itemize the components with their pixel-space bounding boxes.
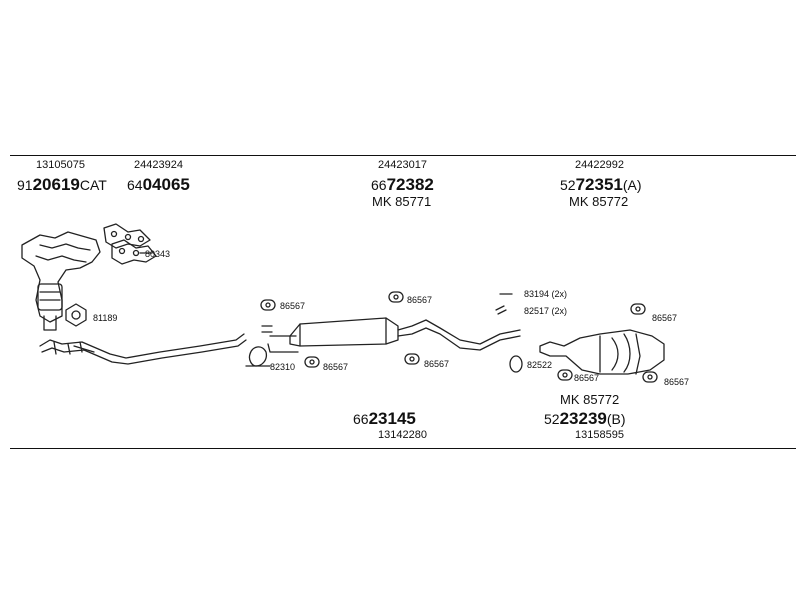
- part-rear-silencer-b[interactable]: 5223239(B): [544, 410, 626, 428]
- ref-13105075: 13105075: [36, 159, 85, 171]
- callout-86567-d: 86567: [424, 359, 450, 369]
- rubber-mount-icon: [404, 353, 420, 365]
- top-divider: [10, 155, 796, 156]
- part-suffix: (A): [622, 177, 642, 193]
- callout-80343: 80343: [145, 249, 171, 259]
- manifold-catalyst-icon: [21, 231, 101, 331]
- part-number: 20619: [32, 175, 80, 194]
- callout-86567-g: 86567: [664, 377, 690, 387]
- clamp-icon: [245, 346, 271, 367]
- rubber-mount-icon: [388, 291, 404, 303]
- rubber-mount-icon: [557, 369, 573, 381]
- part-prefix: 52: [544, 411, 560, 427]
- callout-86567-a: 86567: [280, 301, 306, 311]
- part-number: 04065: [142, 175, 190, 194]
- rubber-mount-icon: [260, 299, 276, 311]
- part-prefix: 52: [560, 177, 576, 193]
- part-number: 72382: [386, 175, 434, 194]
- callout-82517: 82517 (2x): [524, 306, 568, 316]
- rubber-mount-icon: [630, 303, 646, 315]
- ref-24423924: 24423924: [134, 159, 183, 171]
- part-number: 23145: [368, 409, 416, 428]
- part-suffix: CAT: [79, 177, 107, 193]
- rubber-mount-icon: [642, 371, 658, 383]
- callout-86567-e: 86567: [652, 313, 678, 323]
- gasket-set-icon: [103, 223, 157, 265]
- mounting-kit-85772-top: MK 85772: [569, 194, 629, 209]
- part-middle-silencer[interactable]: 6672382: [371, 176, 434, 194]
- ring-82522-icon: [509, 355, 523, 373]
- middle-silencer-icon: [289, 317, 521, 351]
- ring-gasket-icon: [65, 303, 87, 327]
- part-prefix: 91: [17, 177, 33, 193]
- callout-86567-b: 86567: [323, 362, 349, 372]
- rear-silencer-icon: [539, 329, 665, 375]
- mounting-kit-85772-bottom: MK 85772: [560, 392, 620, 407]
- callout-82522: 82522: [527, 360, 553, 370]
- part-prefix: 64: [127, 177, 143, 193]
- part-catalyst[interactable]: 9120619CAT: [17, 176, 107, 194]
- part-front-pipe[interactable]: 6623145: [353, 410, 416, 428]
- ref-24423017: 24423017: [378, 159, 427, 171]
- rubber-mount-icon: [304, 356, 320, 368]
- part-number: 23239: [559, 409, 607, 428]
- part-number: 72351: [575, 175, 623, 194]
- part-prefix: 66: [353, 411, 369, 427]
- part-rear-silencer-a[interactable]: 5272351(A): [560, 176, 642, 194]
- front-pipe-icon: [39, 333, 247, 365]
- ref-13158595: 13158595: [575, 429, 624, 441]
- ref-24422992: 24422992: [575, 159, 624, 171]
- callout-81189: 81189: [93, 313, 118, 323]
- callout-83194: 83194 (2x): [524, 289, 568, 299]
- part-gasket-set[interactable]: 6404065: [127, 176, 190, 194]
- callout-82310: 82310: [270, 362, 296, 372]
- part-suffix: (B): [606, 411, 626, 427]
- callout-86567-c: 86567: [407, 295, 433, 305]
- part-prefix: 66: [371, 177, 387, 193]
- mounting-kit-85771: MK 85771: [372, 194, 432, 209]
- bottom-divider: [10, 448, 796, 449]
- ref-13142280: 13142280: [378, 429, 427, 441]
- callout-86567-f: 86567: [574, 373, 600, 383]
